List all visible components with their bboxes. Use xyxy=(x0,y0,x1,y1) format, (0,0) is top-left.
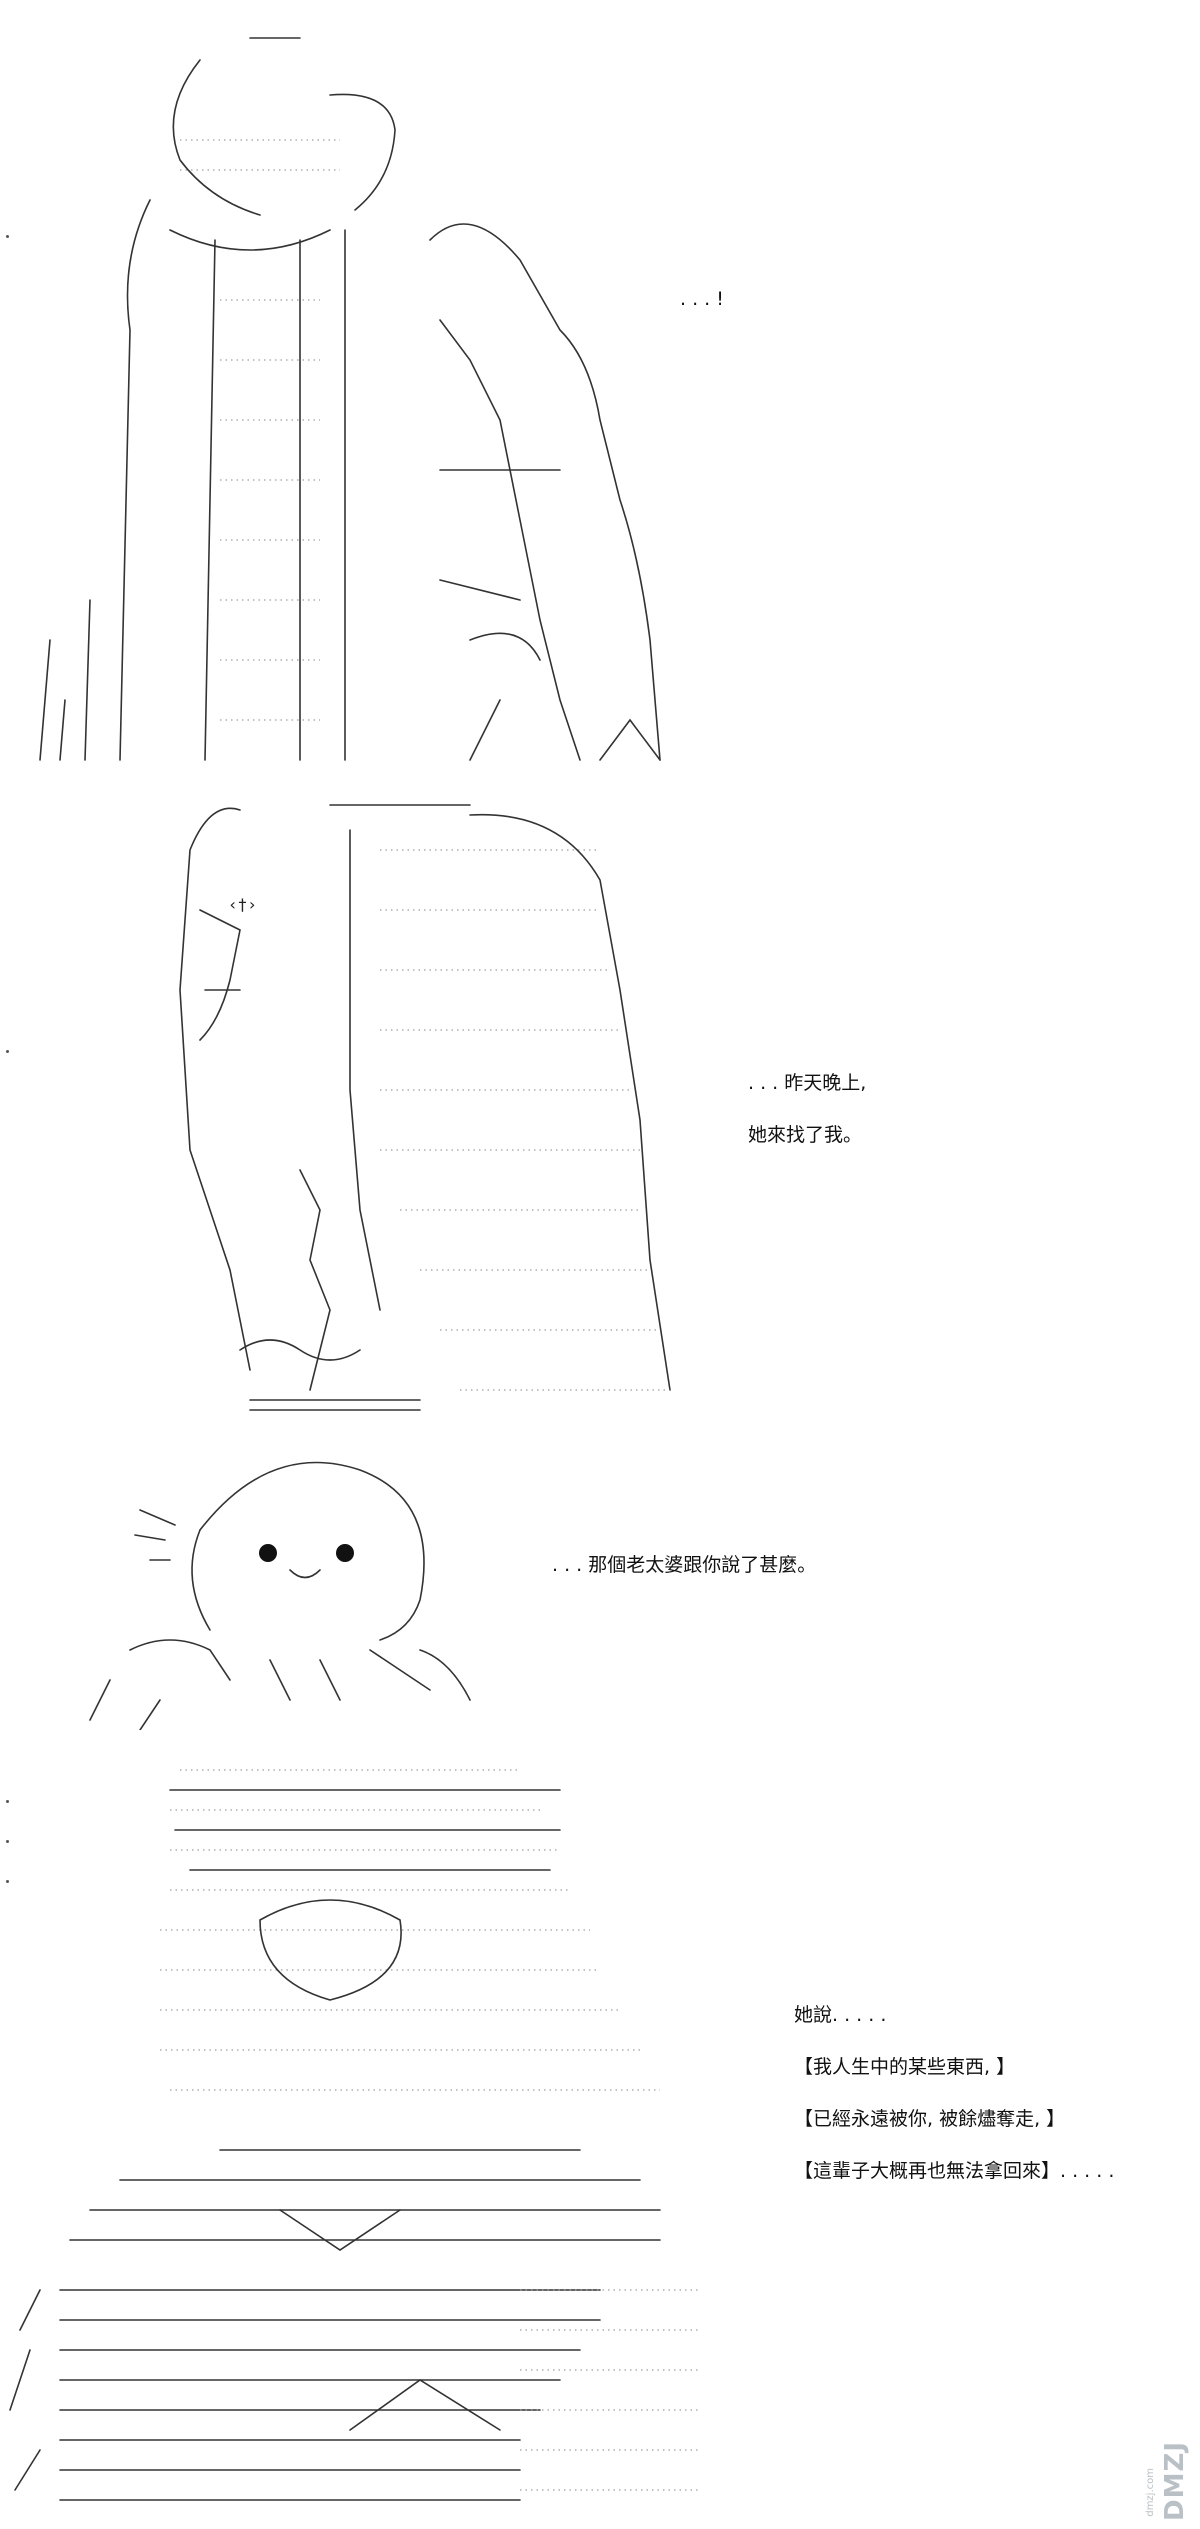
margin-dot xyxy=(6,1840,9,1843)
margin-dot xyxy=(6,1800,9,1803)
panel-1-art xyxy=(39,37,661,761)
dialog-line: . . . 那個老太婆跟你說了甚麼。 xyxy=(552,1554,817,1576)
dialog-line: 她來找了我。 xyxy=(748,1124,863,1146)
panel-3-dialog: . . . 那個老太婆跟你說了甚麼。 xyxy=(552,1552,816,1604)
dialog-line: . . . 昨天晚上, xyxy=(748,1072,867,1094)
panel-2-dialog: . . . 昨天晚上, 她來找了我。 xyxy=(748,1070,866,1174)
panel-4-dialog: 她說. . . . . 【我人生中的某些東西, 】 【已經永遠被你, 被餘燼奪走… xyxy=(794,2002,1114,2210)
panel-1: . . . ! xyxy=(0,0,1200,790)
dialog-line: 【這輩子大概再也無法拿回來】. . . . . xyxy=(794,2160,1115,2182)
left-eye-icon xyxy=(259,1544,277,1562)
panel-2-art: ‹†› xyxy=(179,804,671,1411)
dialog-line: 【已經永遠被你, 被餘燼奪走, 】 xyxy=(794,2108,1066,2130)
right-eye-icon xyxy=(336,1544,354,1562)
panel-3-art xyxy=(89,1461,471,1730)
panel-4: 她說. . . . . 【我人生中的某些東西, 】 【已經永遠被你, 被餘燼奪走… xyxy=(0,1730,1200,2529)
dialog-line: 她說. . . . . xyxy=(794,2004,887,2026)
panel-2: ‹†› . . . 昨天晚上, 她來找了我。 xyxy=(0,790,1200,1430)
margin-dot xyxy=(6,1050,9,1053)
svg-text:‹†›: ‹†› xyxy=(228,895,257,914)
watermark-url: dmzj.com xyxy=(1145,2468,1156,2517)
panel-1-dialog: . . . ! xyxy=(680,286,724,338)
dialog-line: 【我人生中的某些東西, 】 xyxy=(794,2056,1016,2078)
panel-4-art xyxy=(9,1769,700,2501)
panel-3: . . . 那個老太婆跟你說了甚麼。 xyxy=(0,1430,1200,1730)
margin-dot xyxy=(6,235,9,238)
watermark-logo: DMZJ xyxy=(1160,2441,1190,2521)
margin-dot xyxy=(6,1880,9,1883)
dialog-line: . . . ! xyxy=(680,288,724,310)
